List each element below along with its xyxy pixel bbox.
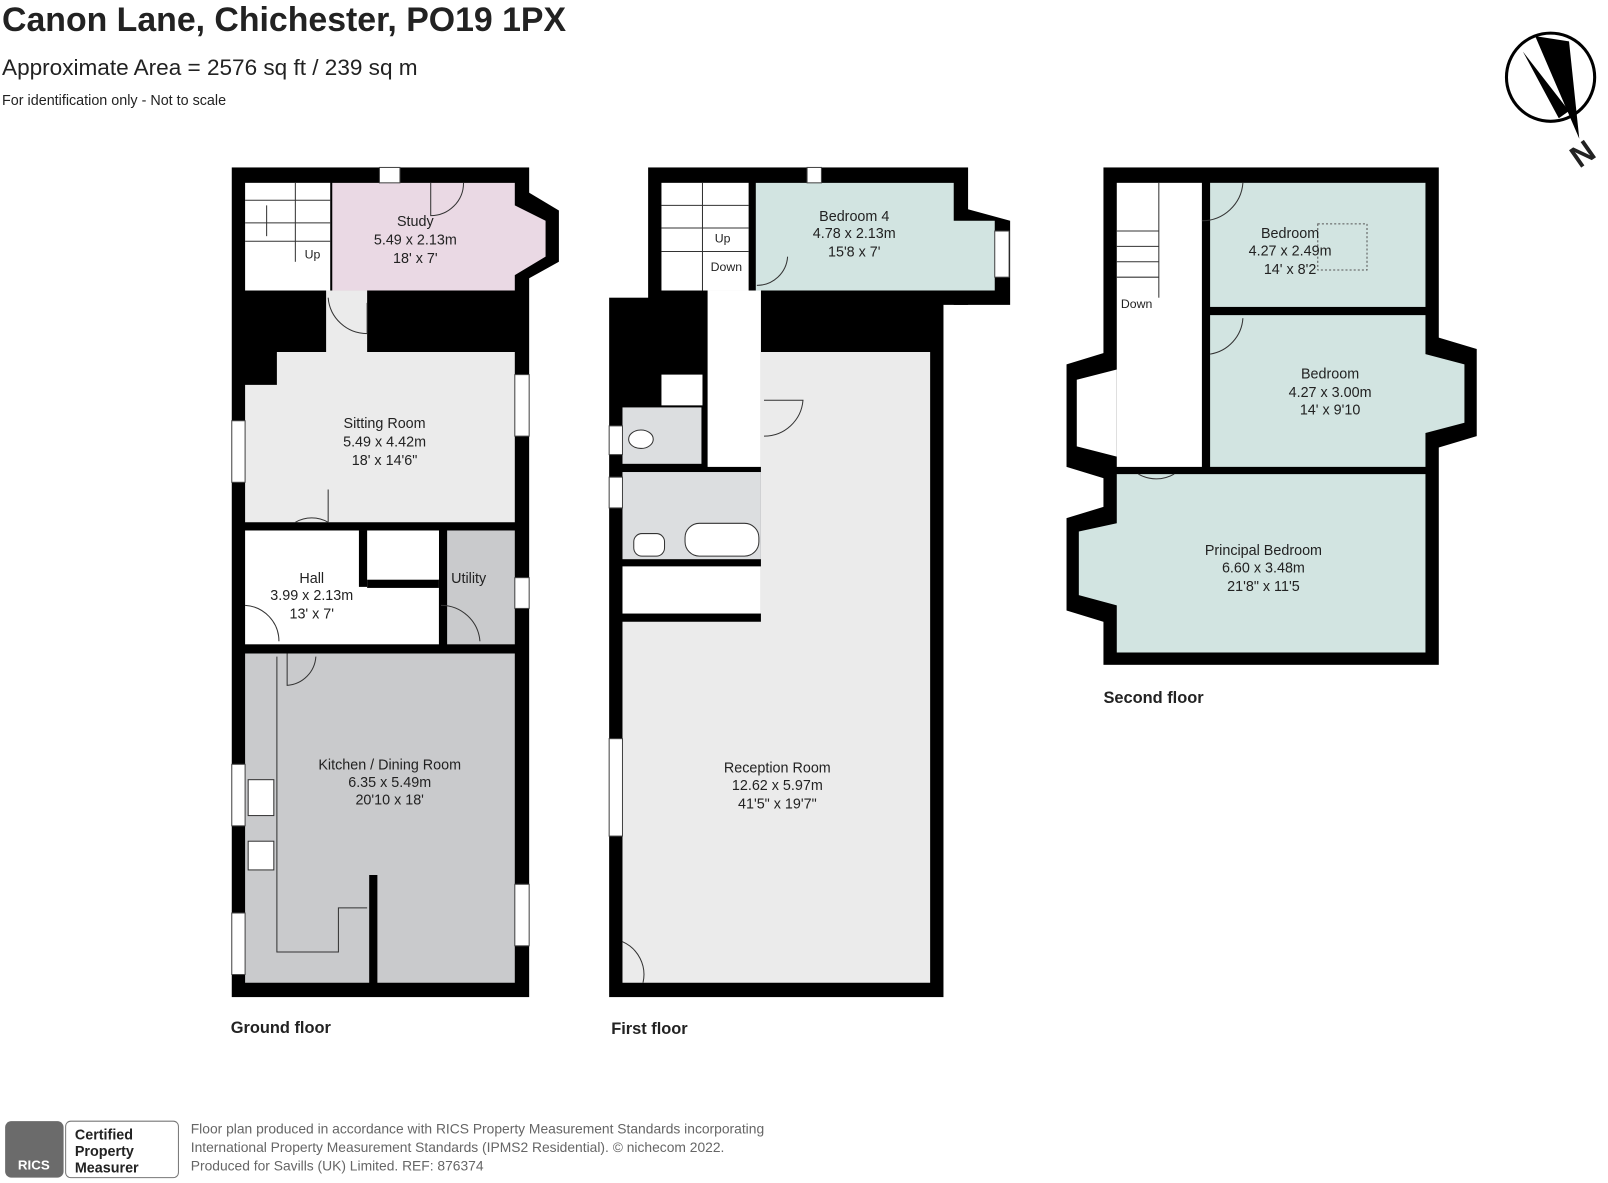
page-title: Canon Lane, Chichester, PO19 1PX (2, 1, 566, 39)
reception-label: Reception Room (724, 761, 831, 777)
second-floor-plan: Down Bedroom 4.27 x 2.49m 14' x 8'2 Bedr… (1066, 167, 1477, 707)
study-imperial: 18' x 7' (393, 251, 438, 267)
room-bedroom-4 (755, 182, 995, 291)
bedroom-4-imperial: 15'8 x 7' (828, 245, 881, 261)
kitchen-imperial: 20'10 x 18' (355, 792, 424, 808)
first-floor-plan: Up Down Bedroom 4 4.78 x 2.13m 15'8 x 7'… (608, 166, 1011, 1038)
bedroom-b-metric: 4.27 x 3.00m (1289, 385, 1372, 401)
first-stairs (661, 182, 749, 291)
bedroom-b-label: Bedroom (1301, 367, 1359, 383)
second-floor-label: Second floor (1103, 689, 1204, 707)
first-floor-label: First floor (611, 1020, 688, 1038)
sitting-room-label: Sitting Room (344, 416, 426, 432)
stairs-up-label: Up (305, 248, 321, 262)
study-metric: 5.49 x 2.13m (374, 232, 457, 248)
hall-metric: 3.99 x 2.13m (270, 588, 353, 604)
hob-icon (247, 840, 275, 871)
landing (1116, 182, 1202, 467)
principal-bedroom-label: Principal Bedroom (1205, 543, 1322, 559)
ground-floor-plan: Study 5.49 x 2.13m 18' x 7' Up Sitting R… (231, 166, 559, 1037)
principal-bedroom-imperial: 21'8" x 11'5 (1227, 579, 1300, 595)
bedroom-b-imperial: 14' x 9'10 (1300, 403, 1361, 419)
utility-label: Utility (451, 571, 487, 587)
area-summary: Approximate Area = 2576 sq ft / 239 sq m (2, 55, 417, 80)
bedroom-4-metric: 4.78 x 2.13m (813, 226, 896, 242)
reception-metric: 12.62 x 5.97m (732, 778, 823, 794)
landing (707, 290, 761, 467)
bedroom-a-imperial: 14' x 8'2 (1264, 262, 1317, 278)
bath-icon (684, 522, 760, 557)
hall-imperial: 13' x 7' (289, 607, 334, 623)
ground-stairs (245, 182, 331, 291)
stairs-down-label: Down (1121, 297, 1153, 311)
skylight-icon (1317, 223, 1368, 271)
sitting-room-imperial: 18' x 14'6" (352, 453, 418, 469)
room-sitting-room (245, 352, 515, 523)
hall-label: Hall (299, 571, 324, 587)
study-label: Study (397, 214, 435, 230)
room-principal-bedroom (1078, 474, 1426, 653)
rics-badge: RICS Certified Property Measurer (5, 1120, 179, 1179)
scale-note: For identification only - Not to scale (2, 93, 226, 109)
sitting-room-metric: 5.49 x 4.42m (343, 434, 426, 450)
basin-icon (633, 533, 666, 557)
badge-line: Measurer (75, 1160, 139, 1176)
sink-icon (247, 779, 275, 817)
reception-imperial: 41'5" x 19'7" (738, 796, 817, 812)
stairs-down-label: Down (711, 260, 743, 274)
room-bedroom-b (1210, 315, 1465, 467)
toilet-icon (628, 429, 654, 449)
principal-bedroom-metric: 6.60 x 3.48m (1222, 561, 1305, 577)
room-utility (447, 530, 515, 645)
room-kitchen (245, 653, 515, 983)
kitchen-metric: 6.35 x 5.49m (348, 775, 431, 791)
bedroom-a-label: Bedroom (1261, 226, 1319, 242)
footer-line: Floor plan produced in accordance with R… (191, 1120, 764, 1136)
ground-floor-label: Ground floor (231, 1019, 332, 1037)
bedroom-4-label: Bedroom 4 (819, 209, 889, 225)
rics-logo: RICS (18, 1157, 50, 1172)
stairs-up-label: Up (715, 231, 731, 245)
footer-line: International Property Measurement Stand… (191, 1139, 725, 1155)
compass-icon: N (1504, 31, 1602, 174)
bedroom-a-metric: 4.27 x 2.49m (1249, 244, 1332, 260)
room-reception (622, 352, 931, 983)
badge-line: Property (75, 1144, 134, 1160)
room-study (332, 182, 546, 291)
compass-north: N (1563, 133, 1601, 174)
kitchen-label: Kitchen / Dining Room (318, 757, 461, 773)
footer-line: Produced for Savills (UK) Limited. REF: … (191, 1157, 484, 1173)
badge-line: Certified (75, 1128, 133, 1144)
